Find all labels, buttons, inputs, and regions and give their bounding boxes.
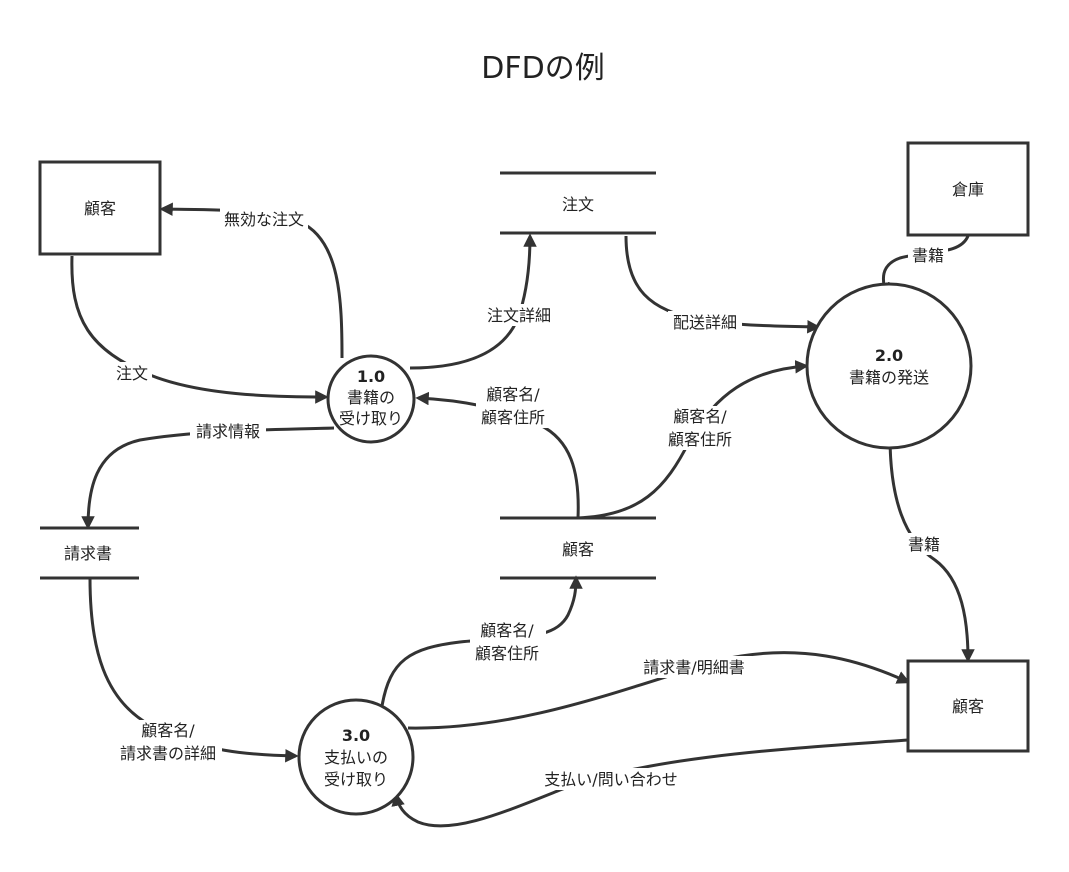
- store-customers-label: 顧客: [562, 540, 594, 559]
- flow-label-billing-info: 請求情報: [196, 422, 260, 441]
- flow-label-invoice-statement: 請求書/明細書: [643, 658, 744, 677]
- entity-warehouse-label: 倉庫: [952, 180, 984, 199]
- flow-label-cust-invoice-b: 請求書の詳細: [120, 744, 216, 763]
- flow-order-detail: [409, 233, 537, 370]
- entity-customer-bottom-label: 顧客: [952, 697, 984, 716]
- process-1-number: 1.0: [357, 367, 385, 386]
- flow-label-cust-name-addr-3a: 顧客名/: [480, 621, 534, 640]
- process-3-number: 3.0: [342, 726, 370, 745]
- flow-label-payment-inquiry: 支払い/問い合わせ: [544, 770, 677, 789]
- flow-order: [70, 255, 329, 404]
- flow-label-cust-name-addr-1a: 顧客名/: [486, 385, 540, 404]
- store-customers: 顧客: [500, 516, 656, 580]
- entity-customer-top: 顧客: [38, 160, 162, 256]
- flow-label-cust-name-addr-1b: 顧客住所: [481, 408, 545, 427]
- flow-label-cust-invoice-a: 顧客名/: [141, 721, 195, 740]
- store-orders-label: 注文: [562, 195, 594, 214]
- process-2: 2.0 書籍の発送: [805, 282, 973, 450]
- store-invoices: 請求書: [40, 526, 139, 580]
- process-3-line1: 支払いの: [324, 748, 388, 767]
- store-invoices-label: 請求書: [64, 544, 112, 563]
- flow-invalid-order: [159, 202, 344, 359]
- process-1-line2: 受け取り: [339, 409, 403, 428]
- flow-payment-inquiry: [391, 738, 909, 828]
- process-1-line1: 書籍の: [347, 388, 395, 407]
- flow-label-order: 注文: [116, 364, 148, 383]
- diagram-title: DFDの例: [481, 51, 604, 86]
- flow-label-invalid-order: 無効な注文: [224, 210, 304, 229]
- entity-warehouse: 倉庫: [906, 141, 1030, 237]
- flow-books-in: [876, 235, 970, 297]
- flow-label-cust-name-addr-2a: 顧客名/: [673, 407, 727, 426]
- flow-books-out: [888, 435, 975, 663]
- process-3-line2: 受け取り: [324, 770, 388, 789]
- store-orders: 注文: [500, 171, 656, 235]
- entity-customer-top-label: 顧客: [84, 199, 116, 218]
- process-3: 3.0 支払いの 受け取り: [297, 698, 415, 816]
- flow-label-shipping-detail: 配送詳細: [673, 313, 737, 332]
- flow-label-books-in: 書籍: [912, 246, 944, 265]
- flow-label-cust-name-addr-2b: 顧客住所: [668, 430, 732, 449]
- process-2-number: 2.0: [875, 346, 903, 365]
- flow-label-books-out: 書籍: [908, 535, 940, 554]
- flow-billing-info: [81, 426, 335, 530]
- process-2-line1: 書籍の発送: [849, 368, 929, 387]
- flow-label-order-detail: 注文詳細: [487, 306, 551, 325]
- entity-customer-bottom: 顧客: [906, 659, 1030, 753]
- process-1: 1.0 書籍の 受け取り: [326, 354, 416, 444]
- flow-label-cust-name-addr-3b: 顧客住所: [475, 644, 539, 663]
